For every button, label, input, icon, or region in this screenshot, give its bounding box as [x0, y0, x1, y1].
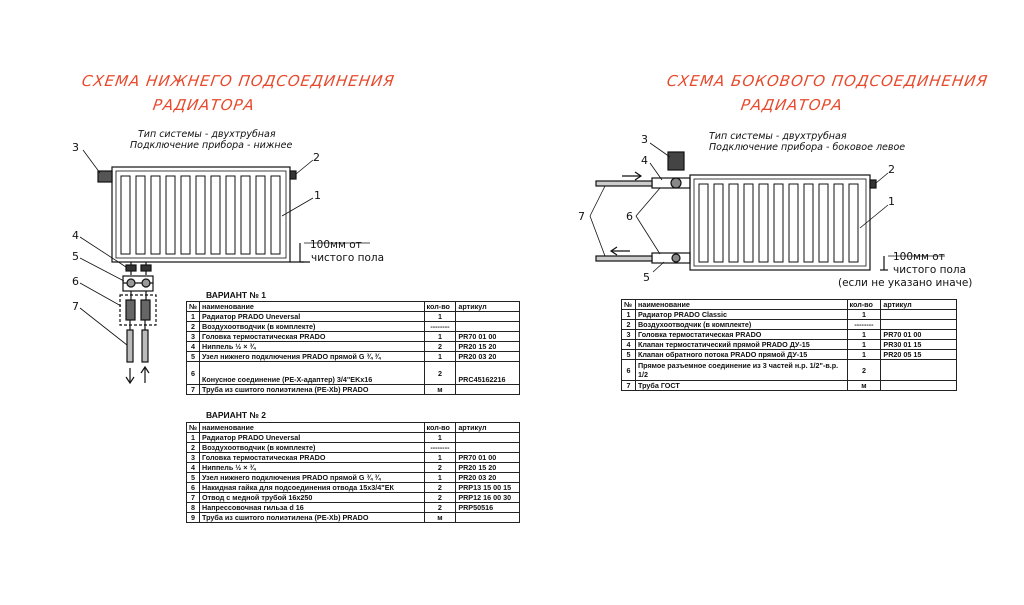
right-callout-7: 7: [578, 210, 585, 223]
header-num: №: [185, 301, 201, 312]
right-callout-3: 3: [641, 133, 648, 146]
right-title-line1: СХЕМА БОКОВОГО ПОДСОЕДИНЕНИЯ: [665, 72, 990, 90]
header-num: №: [621, 299, 636, 310]
header-name: наименование: [199, 422, 425, 433]
variant2-label: ВАРИАНТ № 2: [206, 410, 267, 420]
left-system-type: Тип системы - двухтрубная: [138, 129, 276, 140]
header-qty: кол-во: [423, 422, 457, 433]
right-callout-1: 1: [888, 195, 895, 208]
header-name: наименование: [634, 299, 848, 310]
header-qty: кол-во: [423, 301, 457, 312]
left-connection-type: Подключение прибора - нижнее: [130, 140, 293, 151]
header-qty: кол-во: [846, 299, 882, 310]
left-callout-7: 7: [72, 300, 79, 313]
right-floor-mark-3: (если не указано иначе): [838, 277, 973, 289]
right-callout-4: 4: [641, 154, 648, 167]
left-title-line1: СХЕМА НИЖНЕГО ПОДСОЕДИНЕНИЯ: [80, 72, 396, 90]
left-radiator: [79, 149, 370, 385]
table-header: № наименование кол-во артикул: [185, 422, 520, 433]
left-callout-6: 6: [72, 275, 79, 288]
left-callout-2: 2: [313, 151, 320, 164]
right-radiator-sections: [698, 183, 859, 263]
right-callout-2: 2: [888, 163, 895, 176]
header-name: наименование: [199, 301, 425, 312]
left-title-line2: РАДИАТОРА: [151, 96, 257, 114]
header-article: артикул: [880, 299, 957, 310]
header-article: артикул: [455, 422, 520, 433]
left-floor-mark-1: 100мм от: [310, 239, 362, 251]
left-callout-4: 4: [72, 229, 79, 242]
right-callout-6: 6: [626, 210, 633, 223]
right-radiator: [589, 142, 945, 273]
right-system-type: Тип системы - двухтрубная: [709, 131, 847, 142]
left-radiator-sections: [120, 175, 281, 255]
table-header: № наименование кол-во артикул: [185, 301, 520, 312]
left-callout-5: 5: [72, 250, 79, 263]
left-floor-mark-2: чистого пола: [311, 252, 385, 264]
left-callout-3: 3: [72, 141, 79, 154]
variant1-label: ВАРИАНТ № 1: [206, 290, 267, 300]
right-title-line2: РАДИАТОРА: [739, 96, 845, 114]
right-callout-5: 5: [643, 271, 650, 284]
right-floor-mark-1: 100мм от: [893, 251, 945, 263]
table-header: № наименование кол-во артикул: [621, 299, 957, 310]
right-connection-type: Подключение прибора - боковое левое: [709, 142, 906, 153]
right-floor-mark-2: чистого пола: [893, 264, 967, 276]
left-callout-1: 1: [314, 189, 321, 202]
header-article: артикул: [455, 301, 520, 312]
header-num: №: [185, 422, 201, 433]
